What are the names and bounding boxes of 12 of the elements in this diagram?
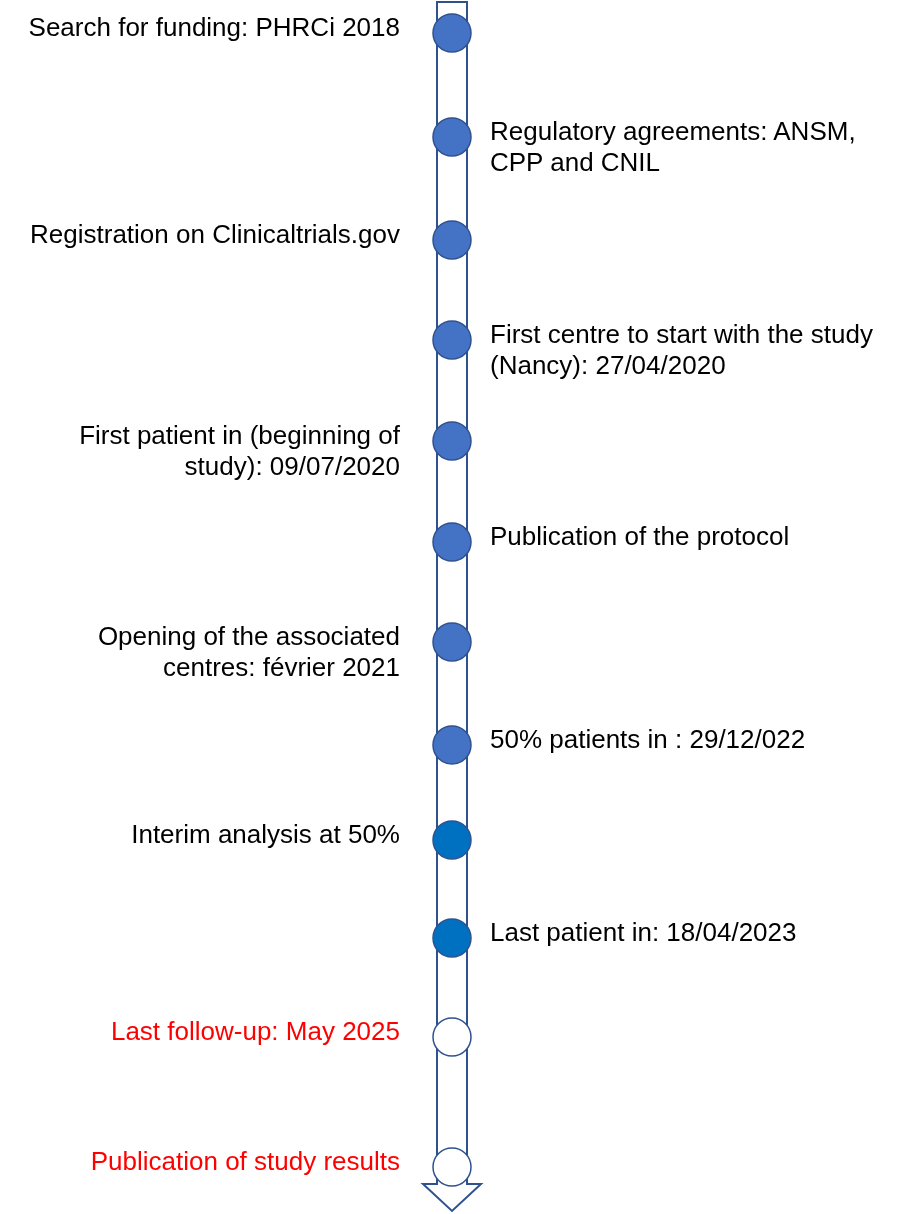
milestone-text: Last follow-up: May 2025: [109, 1016, 400, 1047]
milestone-text: Publication of study results: [89, 1146, 400, 1177]
milestone-text: Publication of the protocol: [490, 521, 791, 552]
milestone-text: Opening of the associated centres: février 2021: [96, 621, 400, 683]
milestone-text: First centre to start with the study (Nancy): 27/04/2020: [490, 319, 874, 381]
milestone-text: Interim analysis at 50%: [130, 819, 400, 850]
milestone-text: First patient in (beginning of study): 09/07/2020: [78, 420, 400, 482]
milestone-text: Registration on Clinicaltrials.gov: [29, 219, 400, 250]
milestone-text: Regulatory agreements: ANSM, CPP and CNIL: [490, 116, 857, 178]
milestone-text: Last patient in: 18/04/2023: [490, 917, 798, 948]
milestone-text: 50% patients in : 29/12/022: [490, 724, 807, 755]
milestone-text: Search for funding: PHRCi 2018: [27, 12, 400, 43]
